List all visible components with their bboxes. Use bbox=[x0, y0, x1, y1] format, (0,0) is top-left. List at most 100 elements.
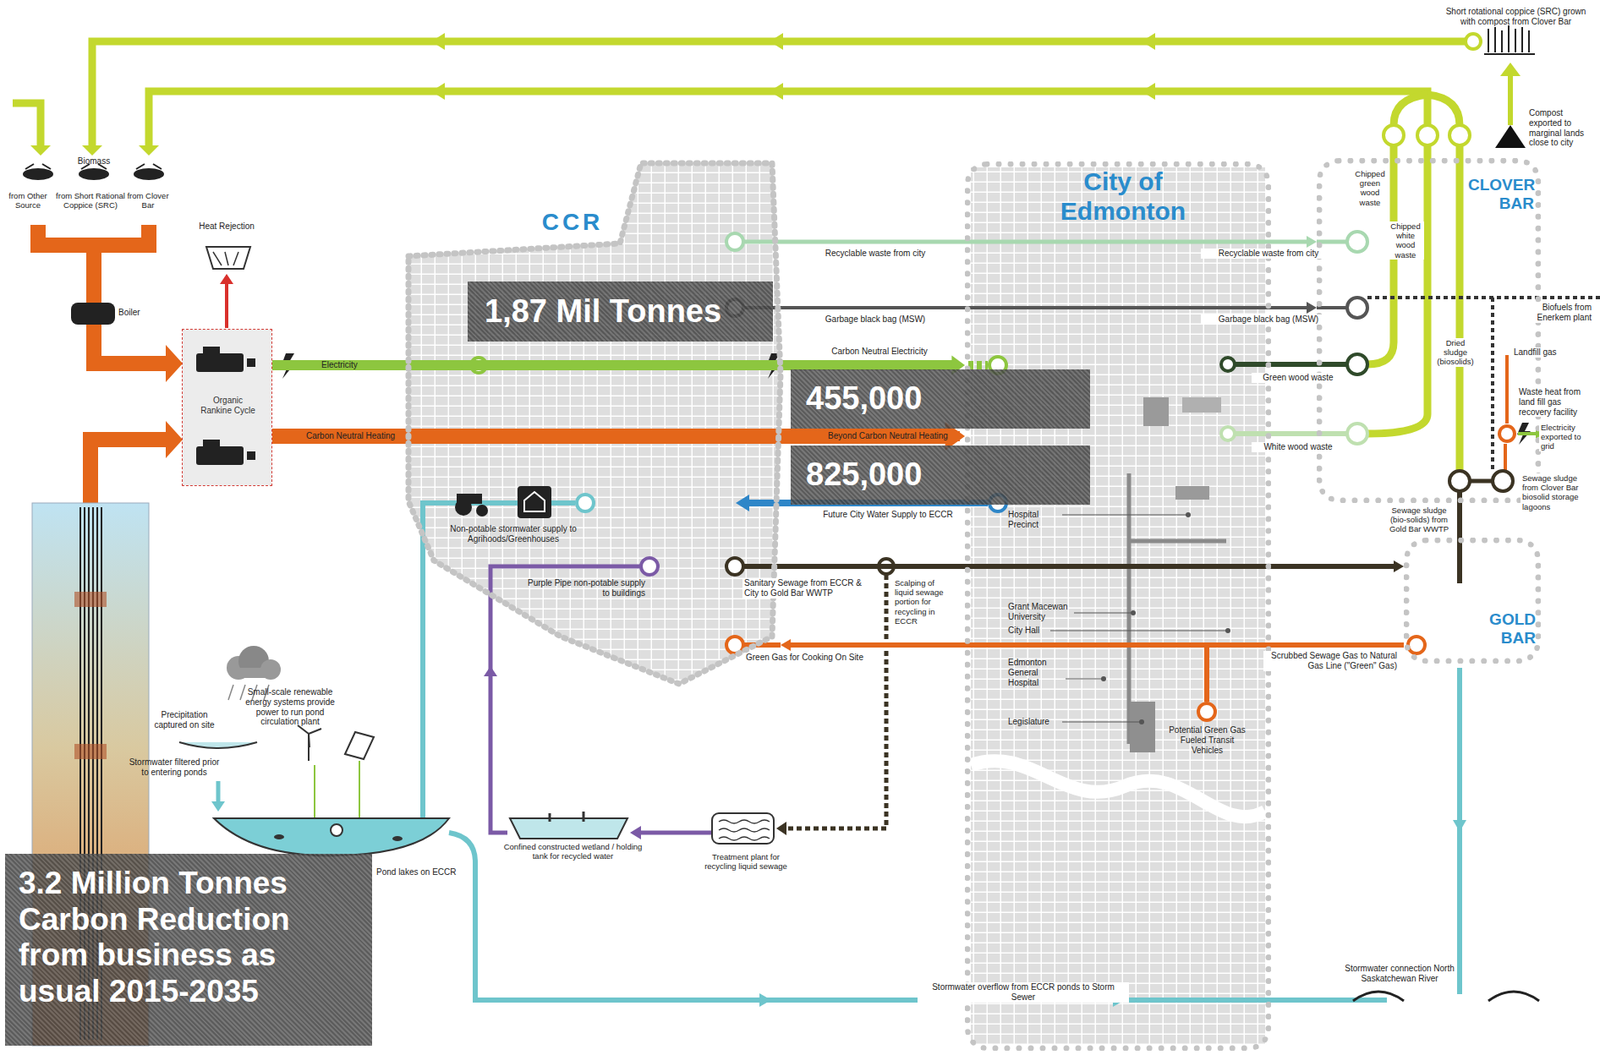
biomass-icons bbox=[78, 168, 110, 181]
arrowhead bbox=[165, 345, 183, 459]
flow-label: Sewage sludge (bio-solids) from Gold Bar… bbox=[1383, 505, 1455, 535]
orange-pipes bbox=[38, 224, 168, 364]
flow-label: Biofuels from Enerkem plant bbox=[1518, 302, 1594, 324]
arrowhead bbox=[1393, 560, 1404, 573]
flow-connector bbox=[780, 235, 1317, 248]
flow-label: Stormwater filtered prior to entering po… bbox=[126, 757, 222, 779]
circle-node bbox=[1347, 297, 1368, 318]
orc-generators bbox=[196, 446, 244, 466]
arrowhead bbox=[1306, 235, 1317, 248]
biomass-loop bbox=[92, 41, 1466, 148]
city-map bbox=[970, 167, 1266, 1046]
line-stubs bbox=[784, 575, 887, 829]
city-map bbox=[1050, 515, 1228, 723]
arrowhead bbox=[1500, 62, 1521, 77]
flow-line bbox=[787, 642, 1404, 648]
clover-bar-circles bbox=[1383, 125, 1404, 146]
arrowhead bbox=[780, 639, 791, 652]
circle-node bbox=[576, 494, 594, 512]
orc-generators bbox=[182, 329, 272, 486]
flow-label: Recyclable waste from city bbox=[1200, 248, 1337, 259]
geothermal-well bbox=[74, 744, 107, 760]
orc-generators bbox=[182, 329, 272, 486]
clover-bar-circles bbox=[1383, 33, 1481, 146]
arrowhead bbox=[30, 145, 51, 156]
stat-value: 3.2 Million Tonnes Carbon Reduction from… bbox=[18, 865, 361, 1010]
flow-label: Treatment plant for recycling liquid sew… bbox=[695, 852, 797, 872]
arrowhead bbox=[165, 345, 183, 383]
circle-node bbox=[1221, 357, 1235, 372]
flow-line bbox=[780, 306, 1310, 310]
flow-label: from Clover Bar bbox=[126, 191, 170, 210]
agrihood-icons bbox=[454, 486, 552, 519]
flow-connector bbox=[780, 639, 1404, 652]
orc-generators bbox=[246, 451, 256, 461]
line-stubs bbox=[968, 361, 988, 370]
arrowhead bbox=[483, 666, 498, 677]
flow-label: from Other Source bbox=[3, 191, 53, 210]
node-heading: CLOVER BAR bbox=[1468, 175, 1535, 214]
circle-node bbox=[1347, 423, 1368, 444]
stormwater-ponds bbox=[273, 834, 285, 840]
flow-label: Confined constructed wetland / holding t… bbox=[498, 842, 647, 861]
circle-node bbox=[1449, 471, 1470, 492]
flow-connector bbox=[780, 560, 1404, 573]
process-box: Organic Rankine Cycle bbox=[181, 328, 273, 487]
flow-label: Precipitation captured on site bbox=[152, 710, 217, 731]
flow-label: Pond lakes on ECCR bbox=[376, 867, 461, 878]
arrowhead bbox=[165, 421, 183, 459]
orc-generators bbox=[202, 346, 220, 354]
flow-label: Grant Macewan University bbox=[1008, 602, 1072, 623]
flow-label: Compost exported to marginal lands close… bbox=[1528, 108, 1597, 148]
stormwater-ponds bbox=[712, 813, 774, 844]
flow-label: Edmonton General Hospital bbox=[1008, 657, 1063, 688]
flow-label: Chipped green wood waste bbox=[1351, 169, 1389, 208]
line-stubs bbox=[1353, 991, 1540, 1002]
arrowhead bbox=[138, 145, 159, 156]
stormwater-ponds bbox=[179, 646, 774, 856]
line-stubs bbox=[1227, 361, 1348, 368]
flow-label: Sewage sludge from Clover Bar biosolid s… bbox=[1520, 473, 1594, 512]
line-stubs bbox=[743, 645, 1207, 702]
agrihood-icons bbox=[456, 493, 483, 505]
arrowhead bbox=[1306, 301, 1317, 314]
biomass-loop bbox=[1393, 94, 1460, 126]
biomass-loop bbox=[1507, 74, 1513, 126]
line-stubs bbox=[218, 241, 1600, 1002]
flow-line bbox=[780, 240, 1310, 245]
flow-label: Recyclable waste from city bbox=[803, 248, 948, 259]
flow-label: Future City Water Supply to ECCR bbox=[811, 509, 965, 521]
city-map bbox=[1101, 676, 1107, 682]
stormwater-ponds bbox=[297, 725, 322, 762]
arrowhead bbox=[630, 826, 642, 840]
arrowhead bbox=[759, 993, 772, 1008]
circle-node bbox=[1221, 427, 1235, 441]
line-stubs bbox=[1227, 431, 1348, 437]
agrihood-icons bbox=[524, 492, 545, 512]
line-stubs bbox=[1517, 432, 1536, 436]
flow-label: Landfill gas bbox=[1512, 347, 1559, 358]
flow-label: Small-scale renewable energy systems pro… bbox=[239, 687, 341, 728]
city-map bbox=[1185, 512, 1191, 518]
line-stubs bbox=[449, 668, 1460, 1001]
flow-label: Boiler bbox=[118, 307, 153, 318]
circle-node bbox=[726, 558, 744, 576]
geothermal-well bbox=[74, 591, 107, 608]
node-heading: City of Edmonton bbox=[1038, 167, 1208, 226]
circle-node bbox=[471, 231, 1515, 721]
flow-label: Electricity bbox=[319, 360, 360, 371]
circle-node bbox=[726, 233, 744, 251]
circle-node bbox=[1347, 354, 1368, 375]
arrowhead bbox=[769, 32, 784, 50]
flow-label: Waste heat from land fill gas recovery f… bbox=[1517, 387, 1594, 417]
flow-label: City Hall bbox=[1008, 625, 1059, 636]
stormwater-ponds bbox=[330, 824, 343, 837]
biomass-icons bbox=[133, 168, 165, 181]
line-stubs bbox=[1469, 479, 1493, 484]
arrowhead bbox=[735, 494, 750, 512]
biomass-icons bbox=[22, 168, 54, 181]
city-map bbox=[1143, 397, 1169, 427]
heat-rejection bbox=[206, 246, 251, 269]
line-stubs bbox=[216, 781, 221, 804]
node-heading: GOLD BAR bbox=[1474, 610, 1536, 648]
